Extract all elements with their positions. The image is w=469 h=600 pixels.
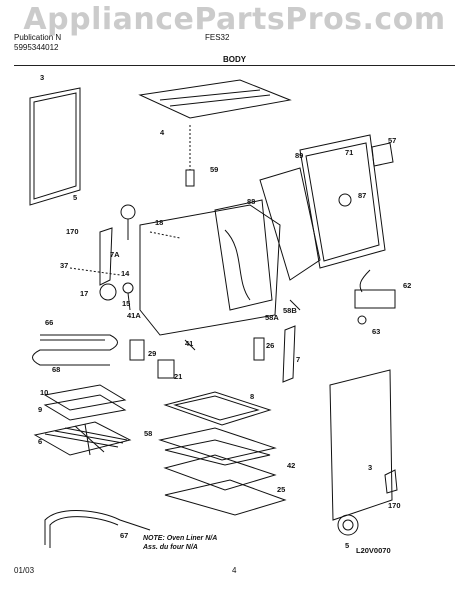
model-number: FES32 (205, 33, 230, 42)
oven-rack (33, 421, 132, 456)
callout-labels: 3 4 59 89 71 57 87 5 170 18 88 7A 37 14 … (38, 73, 411, 550)
callout: 58A (265, 313, 279, 322)
callout: 8 (250, 392, 254, 401)
callout: 87 (358, 191, 366, 200)
callout: 5 (345, 541, 349, 550)
oven-body (139, 167, 321, 336)
door-frame (163, 391, 272, 426)
callout: 67 (120, 531, 128, 540)
part-29 (129, 339, 145, 361)
callout: 21 (174, 372, 182, 381)
callout: 170 (66, 227, 79, 236)
part-17 (99, 283, 117, 301)
callout: 17 (80, 289, 88, 298)
callout: 57 (388, 136, 396, 145)
callout: 170 (388, 501, 401, 510)
callout: 58 (144, 429, 152, 438)
watermark: AppliancePartsPros.com (23, 2, 446, 37)
section-title: BODY (222, 55, 247, 64)
side-panel-left (29, 87, 81, 206)
callout: 42 (287, 461, 295, 470)
leveling-leg (337, 514, 359, 536)
diagram-code: L20V0070 (356, 546, 391, 555)
callout: 26 (266, 341, 274, 350)
callout: 6 (38, 437, 42, 446)
side-panel-right (329, 369, 393, 521)
callout: 58B (283, 306, 297, 315)
publication-number: 5995344012 (14, 43, 59, 52)
callout: 3 (368, 463, 372, 472)
callout: 5 (73, 193, 77, 202)
drawer-25 (164, 479, 287, 516)
callout: 25 (277, 485, 285, 494)
callout: 59 (210, 165, 218, 174)
header-rule (14, 65, 455, 66)
note-line-1: NOTE: Oven Liner N/A (143, 535, 217, 542)
bracket-170-right (384, 469, 398, 494)
callout: 89 (295, 151, 303, 160)
callout: 71 (345, 148, 353, 157)
callout: 88 (247, 197, 255, 206)
callout: 41 (185, 339, 193, 348)
callout: 10 (40, 388, 48, 397)
top-plate (138, 79, 292, 119)
door-glass (158, 427, 277, 466)
callout: 68 (52, 365, 60, 374)
callout: 3 (40, 73, 44, 82)
callout: 29 (148, 349, 156, 358)
thermostat-knob (120, 204, 136, 220)
callout: 18 (155, 218, 163, 227)
callout: 41A (127, 311, 141, 320)
callout: 7 (296, 355, 300, 364)
callout: 62 (403, 281, 411, 290)
part-57 (371, 142, 394, 167)
part-21 (157, 359, 175, 379)
callout: 14 (121, 269, 130, 278)
publication-label: Publication N (14, 33, 62, 42)
part-26 (253, 337, 265, 361)
bake-element (44, 510, 151, 545)
note-line-2: Ass. du four N/A (142, 544, 198, 551)
callout: 63 (372, 327, 380, 336)
back-panel (299, 134, 386, 269)
broil-element (32, 334, 118, 366)
footer-date: 01/03 (14, 566, 35, 575)
callout: 7A (110, 250, 120, 259)
hinge-7 (282, 325, 296, 383)
broiler-pan (43, 384, 127, 421)
part-59 (185, 169, 195, 187)
callout: 66 (45, 318, 53, 327)
terminal-block (354, 289, 396, 309)
door-panel-42 (163, 454, 277, 491)
footer-page-number: 4 (232, 566, 237, 575)
callout: 37 (60, 261, 68, 270)
hinge-7a (99, 227, 113, 286)
callout: 4 (160, 128, 165, 137)
callout: 9 (38, 405, 42, 414)
callout: 15 (122, 299, 130, 308)
part-15 (122, 282, 134, 294)
